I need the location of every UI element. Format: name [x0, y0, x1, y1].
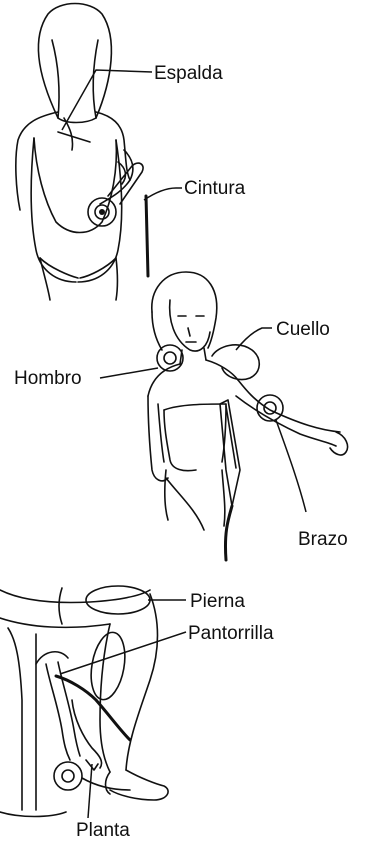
massager-cord-back — [144, 194, 150, 278]
leader-cintura — [143, 187, 182, 201]
panel-back-waist: Espalda Cintura — [15, 2, 246, 301]
massager-cord-front — [224, 504, 234, 562]
leader-espalda — [61, 69, 153, 131]
leader-pantorrilla — [59, 631, 187, 675]
massager-back — [87, 162, 144, 227]
massager-leg-sole — [35, 585, 151, 791]
leader-hombro — [99, 367, 159, 379]
leader-brazo — [275, 419, 307, 513]
leader-planta — [87, 763, 93, 819]
label-espalda: Espalda — [154, 63, 223, 84]
label-cintura: Cintura — [184, 178, 246, 199]
figure-front-view — [147, 271, 349, 531]
leader-cuello — [235, 327, 272, 351]
label-cuello: Cuello — [276, 319, 330, 340]
label-pantorrilla: Pantorrilla — [188, 623, 274, 644]
label-hombro: Hombro — [14, 368, 82, 389]
label-pierna: Pierna — [190, 591, 245, 612]
figure-seated-legs — [0, 587, 169, 818]
label-brazo: Brazo — [298, 529, 348, 550]
figure-back-view — [15, 2, 134, 301]
massager-shoulder-neck — [156, 344, 284, 507]
panel-leg-calf-sole: Pierna Pantorrilla Planta — [0, 585, 274, 841]
massager-cord-sole — [81, 777, 131, 791]
massager-cord-leg — [54, 674, 132, 742]
label-planta: Planta — [76, 820, 130, 841]
panel-shoulder-neck-arm: Cuello Hombro Brazo — [14, 271, 349, 562]
